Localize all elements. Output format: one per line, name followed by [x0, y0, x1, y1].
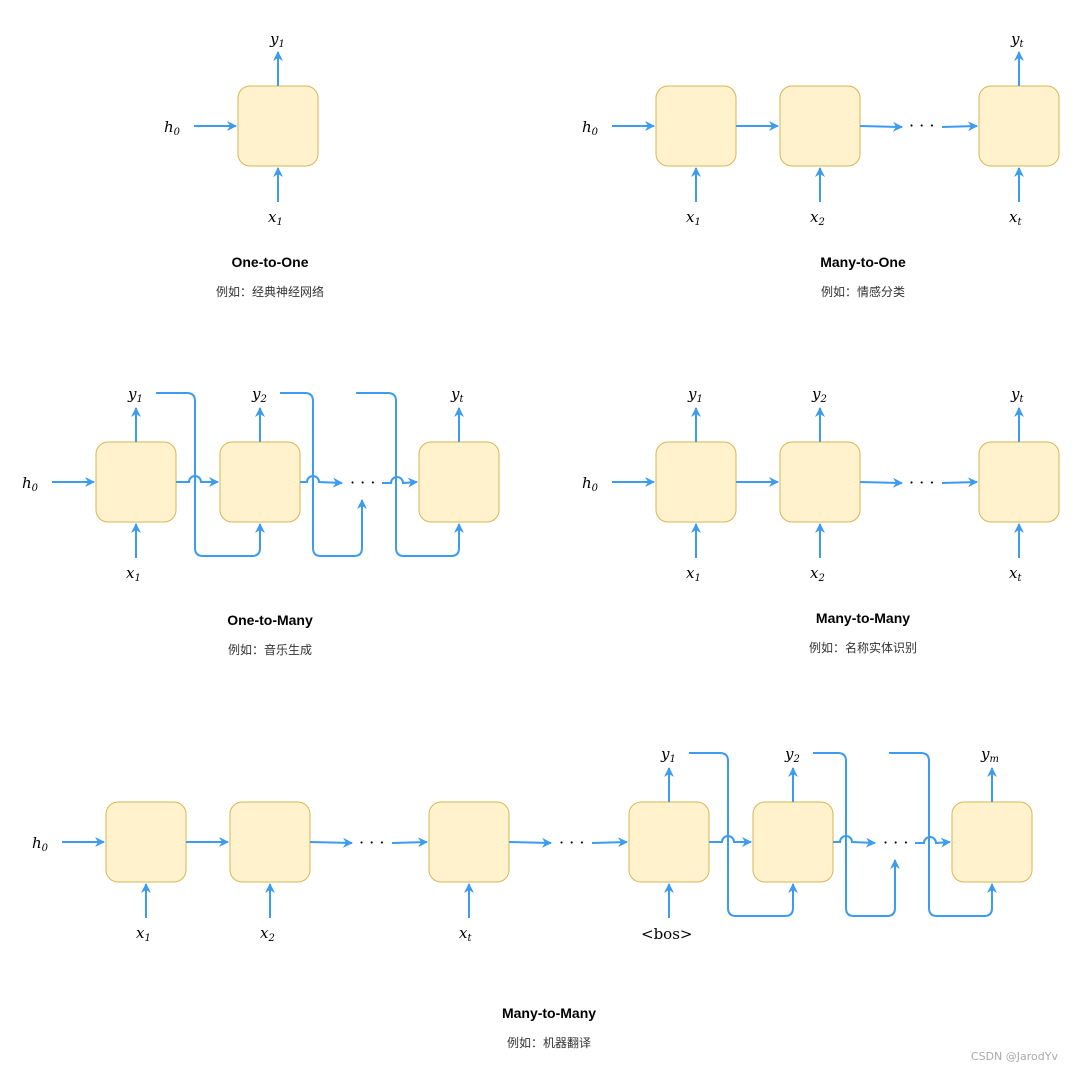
watermark: CSDN @JarodYv — [970, 1050, 1058, 1063]
diagram-many-to-many-seq2seq: · · · · · · · · · h0 x1 x2 xt <bos> y1 y… — [32, 745, 1033, 944]
diagram-title: One-to-One — [231, 254, 309, 270]
label-x1: x1 — [126, 564, 141, 584]
label-x2: x2 — [810, 564, 825, 584]
decoder-cell — [628, 801, 710, 883]
label-x1: x1 — [686, 564, 701, 584]
hidden-arrow — [859, 121, 903, 132]
feedback-arrow — [689, 752, 798, 917]
diagram-example: 例如：音乐生成 — [227, 643, 312, 657]
label-yt: yt — [1010, 385, 1024, 405]
rnn-cell — [655, 85, 737, 167]
hidden-arrow — [382, 476, 418, 488]
label-ym: ym — [980, 745, 999, 765]
hidden-arrow — [309, 837, 353, 848]
label-yt: yt — [1010, 30, 1024, 50]
diagram-example: 例如：情感分类 — [820, 285, 905, 299]
diagram-one-to-many: · · · h0 x1 y1 y2 yt — [22, 385, 500, 584]
hidden-arrow — [833, 835, 876, 848]
hidden-arrow — [859, 477, 903, 488]
feedback-arrow — [356, 392, 464, 557]
encoder-cell — [105, 801, 187, 883]
encoder-cell — [428, 801, 510, 883]
decoder-cell — [951, 801, 1033, 883]
label-h0: h0 — [32, 834, 49, 854]
feedback-arrow — [813, 752, 900, 917]
label-h0: h0 — [582, 474, 599, 494]
rnn-cell — [978, 85, 1060, 167]
diagram-many-to-many-aligned: · · · h0 x1 x2 xt y1 y2 yt — [582, 385, 1060, 584]
rnn-cell — [237, 85, 319, 167]
label-y1: y1 — [687, 385, 703, 405]
label-xt: xt — [459, 924, 472, 944]
label-y1: y1 — [269, 30, 285, 50]
caption-many-to-many-aligned: Many-to-Many 例如：名称实体识别 — [809, 610, 917, 656]
label-h0: h0 — [582, 118, 599, 138]
diagram-title: Many-to-Many — [815, 610, 911, 626]
hidden-arrow — [176, 475, 219, 487]
label-y2: y2 — [251, 385, 267, 405]
rnn-cell — [779, 441, 861, 523]
hidden-arrow — [391, 837, 428, 848]
diagram-one-to-one: h0 x1 y1 — [164, 30, 319, 228]
ellipsis: · · · — [559, 833, 584, 852]
label-x1: x1 — [686, 208, 701, 228]
label-h0: h0 — [22, 474, 39, 494]
diagram-title: One-to-Many — [227, 612, 313, 628]
label-x1: x1 — [268, 208, 283, 228]
diagram-title: Many-to-One — [820, 254, 906, 270]
label-x2: x2 — [810, 208, 825, 228]
hidden-arrow — [300, 475, 343, 488]
label-y2: y2 — [784, 745, 800, 765]
ellipsis: · · · — [883, 833, 908, 852]
hidden-arrow — [941, 477, 978, 488]
label-y2: y2 — [811, 385, 827, 405]
rnn-cell — [978, 441, 1060, 523]
label-x1: x1 — [136, 924, 151, 944]
hidden-arrow — [915, 836, 951, 848]
feedback-arrow — [280, 392, 367, 557]
hidden-arrow — [709, 835, 752, 847]
caption-one-to-one: One-to-One 例如：经典神经网络 — [216, 254, 324, 300]
feedback-arrow — [156, 392, 265, 557]
label-x2: x2 — [260, 924, 275, 944]
ellipsis: · · · — [350, 473, 375, 492]
label-h0: h0 — [164, 118, 181, 138]
feedback-arrow — [889, 752, 997, 917]
decoder-cell — [752, 801, 834, 883]
hidden-arrow — [508, 837, 552, 848]
rnn-cell — [779, 85, 861, 167]
rnn-cell — [219, 441, 301, 523]
diagram-example: 例如：经典神经网络 — [215, 285, 325, 299]
diagram-example: 例如：名称实体识别 — [808, 641, 918, 655]
label-xt: xt — [1009, 564, 1022, 584]
label-y1: y1 — [127, 385, 143, 405]
label-bos: <bos> — [641, 925, 692, 943]
ellipsis: · · · — [909, 116, 934, 135]
diagram-example: 例如：机器翻译 — [506, 1036, 591, 1050]
diagram-title: Many-to-Many — [501, 1005, 597, 1021]
label-xt: xt — [1009, 208, 1022, 228]
encoder-cell — [229, 801, 311, 883]
diagram-many-to-one: · · · h0 x1 x2 xt yt — [582, 30, 1060, 228]
rnn-cell — [95, 441, 177, 523]
hidden-arrow — [591, 837, 628, 848]
hidden-arrow — [941, 121, 978, 132]
rnn-cell — [655, 441, 737, 523]
label-yt: yt — [450, 385, 464, 405]
ellipsis: · · · — [909, 473, 934, 492]
rnn-cell — [418, 441, 500, 523]
caption-many-to-many-seq2seq: Many-to-Many 例如：机器翻译 — [502, 1005, 596, 1051]
caption-one-to-many: One-to-Many 例如：音乐生成 — [227, 612, 313, 658]
label-y1: y1 — [660, 745, 676, 765]
caption-many-to-one: Many-to-One 例如：情感分类 — [820, 254, 906, 300]
ellipsis: · · · — [359, 833, 384, 852]
